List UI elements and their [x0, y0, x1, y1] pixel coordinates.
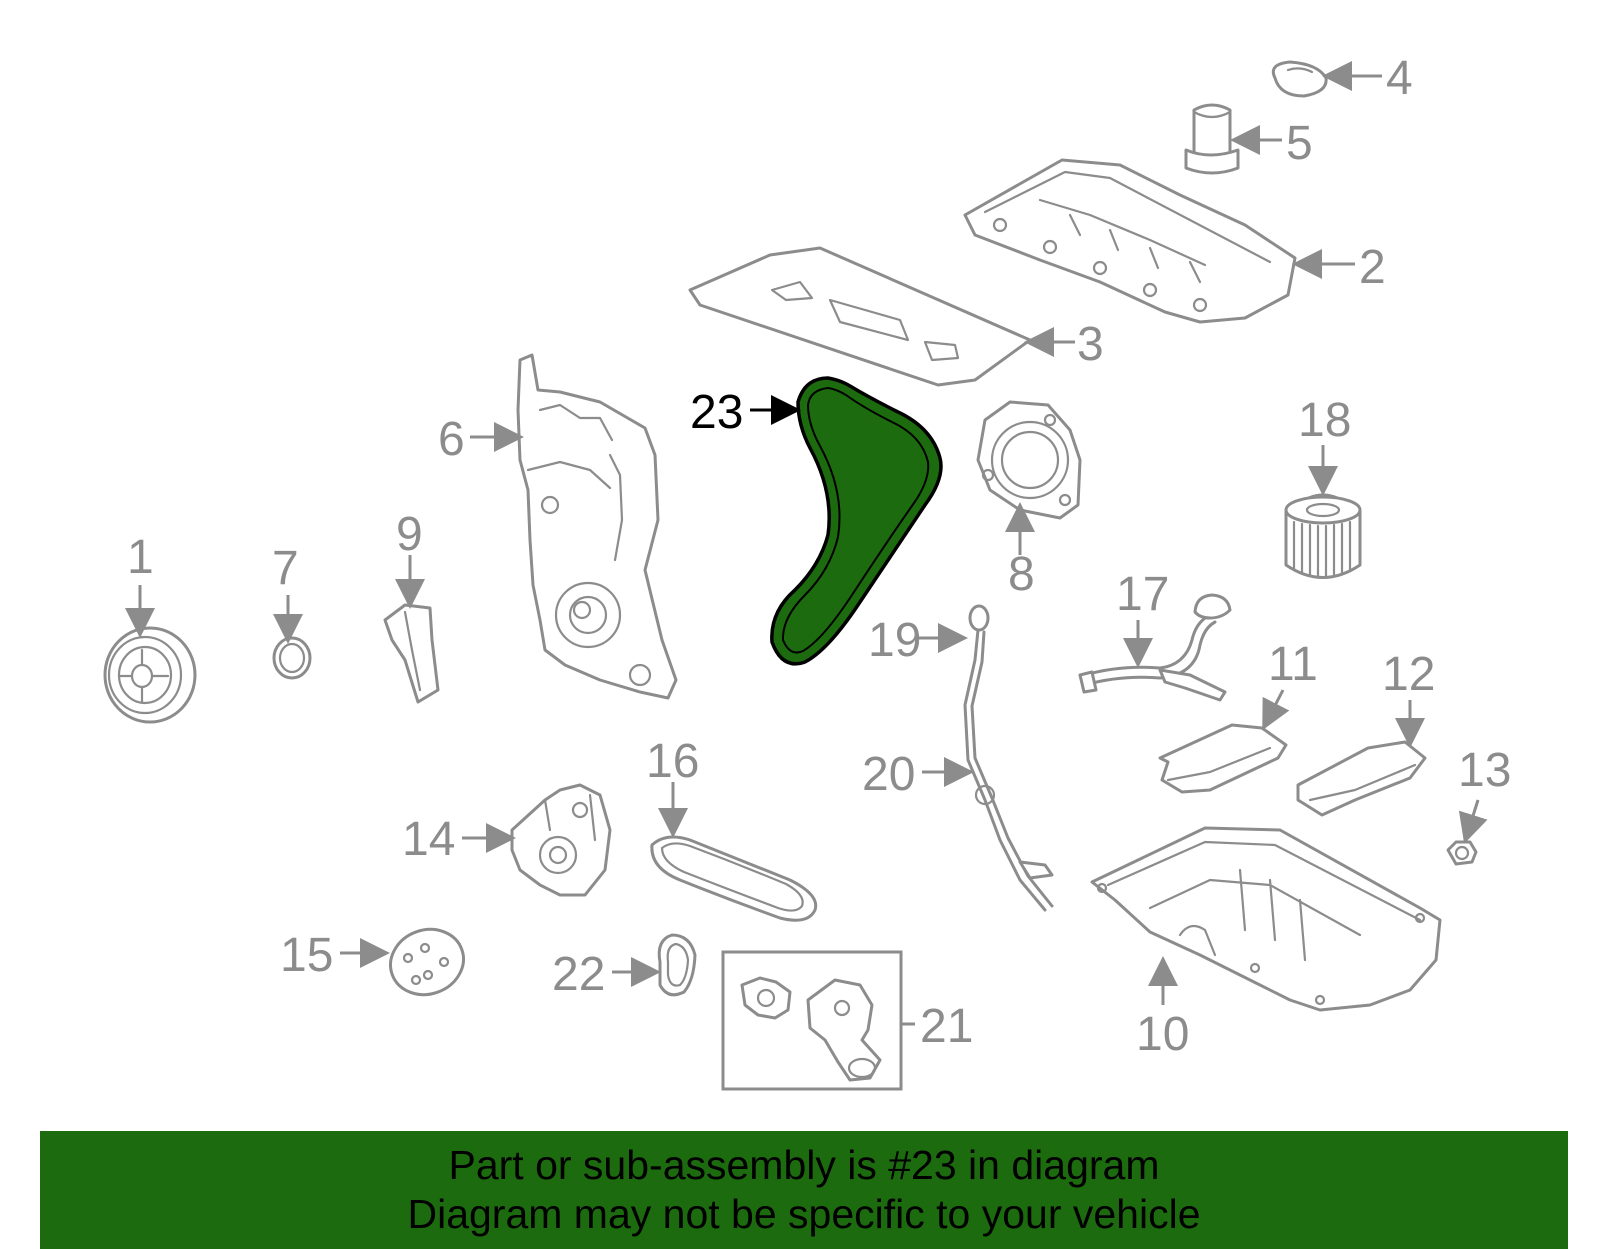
- callout-7: 7: [272, 542, 299, 595]
- part-6-timing-cover[interactable]: [516, 353, 678, 700]
- callout-10: 10: [1136, 1008, 1189, 1061]
- banner-line-2: Diagram may not be specific to your vehi…: [407, 1191, 1201, 1237]
- callout-arrow-11: [1262, 689, 1290, 731]
- callout-2: 2: [1359, 241, 1386, 294]
- part-14-oil-pump[interactable]: [510, 783, 612, 897]
- callout-13: 13: [1458, 744, 1511, 797]
- callout-19: 19: [868, 614, 921, 667]
- callout-20: 20: [862, 748, 915, 801]
- callout-1: 1: [127, 531, 154, 584]
- part-15-flange-gasket[interactable]: [381, 919, 472, 1004]
- callout-5: 5: [1286, 117, 1313, 170]
- part-7-front-seal[interactable]: [272, 636, 312, 680]
- part-9-chain-guide[interactable]: [383, 603, 440, 704]
- callout-12: 12: [1382, 648, 1435, 701]
- callout-3: 3: [1077, 318, 1104, 371]
- callout-arrow-13: [1458, 799, 1488, 844]
- part-16-balance-chain[interactable]: [650, 835, 818, 922]
- part-23-timing-chain[interactable]: [770, 376, 943, 666]
- part-17-oil-pickup[interactable]: [1078, 593, 1232, 702]
- part-5-oil-filter-cap[interactable]: [1184, 103, 1240, 175]
- part-20-dipstick-tube[interactable]: [974, 784, 1054, 880]
- part-12-windage-tray[interactable]: [1296, 740, 1427, 817]
- part-2-valve-cover[interactable]: [963, 158, 1297, 324]
- part-11-oil-baffle[interactable]: [1158, 723, 1288, 794]
- callout-6: 6: [438, 413, 465, 466]
- callout-15: 15: [280, 929, 333, 982]
- banner-line-1: Part or sub-assembly is #23 in diagram: [448, 1142, 1160, 1188]
- callout-14: 14: [402, 813, 455, 866]
- callout-8: 8: [1008, 548, 1035, 601]
- part-3-valve-cover-gasket[interactable]: [688, 246, 1032, 387]
- part-10-oil-pan[interactable]: [1090, 826, 1442, 1012]
- callout-21: 21: [920, 1000, 973, 1053]
- callout-23: 23: [690, 386, 743, 439]
- info-banner: Part or sub-assembly is #23 in diagram D…: [40, 1131, 1568, 1249]
- part-8-rear-seal[interactable]: [976, 400, 1082, 520]
- part-4-oil-cap[interactable]: [1271, 60, 1328, 98]
- callout-18: 18: [1298, 394, 1351, 447]
- callout-11: 11: [1268, 638, 1318, 691]
- part-1-crankshaft-pulley[interactable]: [103, 626, 197, 724]
- callout-9: 9: [396, 508, 423, 561]
- part-22-thermostat-gasket[interactable]: [657, 933, 697, 997]
- part-18-oil-filter[interactable]: [1284, 493, 1362, 579]
- callout-22: 22: [552, 948, 605, 1001]
- callout-16: 16: [646, 735, 699, 788]
- part-13-drain-plug[interactable]: [1446, 840, 1478, 866]
- callout-17: 17: [1116, 568, 1169, 621]
- callout-4: 4: [1386, 52, 1413, 105]
- part-21-thermostat-assembly[interactable]: [721, 950, 903, 1091]
